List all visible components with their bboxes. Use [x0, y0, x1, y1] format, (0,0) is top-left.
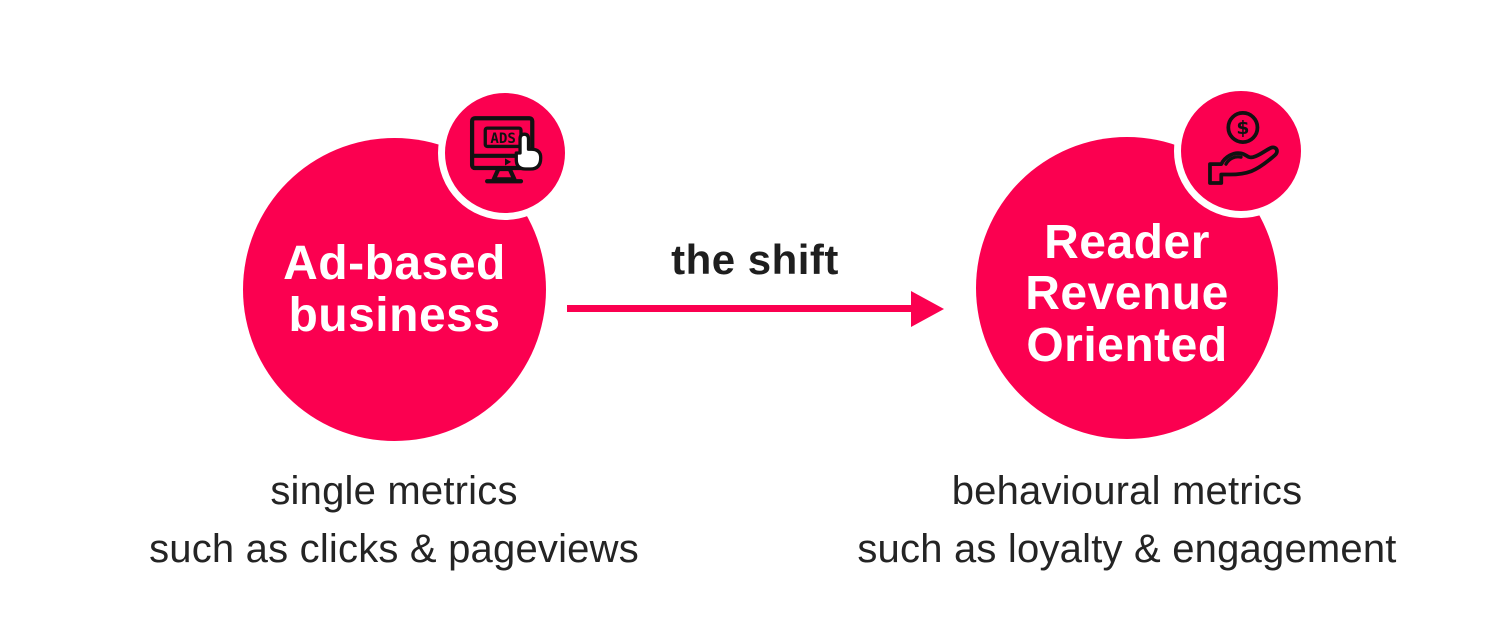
- reader-revenue-title: Reader Revenue Oriented: [1025, 205, 1229, 371]
- dollar-symbol: $: [1236, 118, 1249, 139]
- caption-line: single metrics: [270, 469, 518, 513]
- open-hand: [1208, 145, 1279, 185]
- shift-arrow-head: [911, 290, 944, 327]
- shift-label: the shift: [671, 236, 839, 283]
- play-triangle: [505, 158, 512, 166]
- coin-in-hand-icon: $: [1208, 111, 1279, 185]
- title-line: Reader: [1044, 215, 1210, 269]
- title-line: Oriented: [1026, 318, 1228, 372]
- shift-arrow-line: [567, 305, 915, 312]
- title-line: Ad-based: [283, 237, 506, 291]
- title-line: Revenue: [1025, 267, 1229, 321]
- caption-line: behavioural metrics: [951, 469, 1303, 513]
- left-caption: single metrics such as clicks & pageview…: [84, 462, 704, 578]
- ads-badge: ADS: [438, 86, 572, 220]
- ad-based-business-title: Ad-based business: [283, 238, 506, 341]
- revenue-badge: $: [1174, 84, 1308, 218]
- caption-line: such as clicks & pageviews: [149, 527, 639, 571]
- reader-revenue-circle: Reader Revenue Oriented: [976, 137, 1278, 439]
- title-line: business: [288, 288, 501, 342]
- thumb-line: [1224, 155, 1243, 166]
- right-caption: behavioural metrics such as loyalty & en…: [817, 462, 1437, 578]
- ads-icon-label: ADS: [490, 131, 515, 147]
- cursor-hand: [514, 132, 543, 171]
- caption-line: such as loyalty & engagement: [857, 527, 1397, 571]
- ads-monitor-icon: ADS: [469, 116, 543, 184]
